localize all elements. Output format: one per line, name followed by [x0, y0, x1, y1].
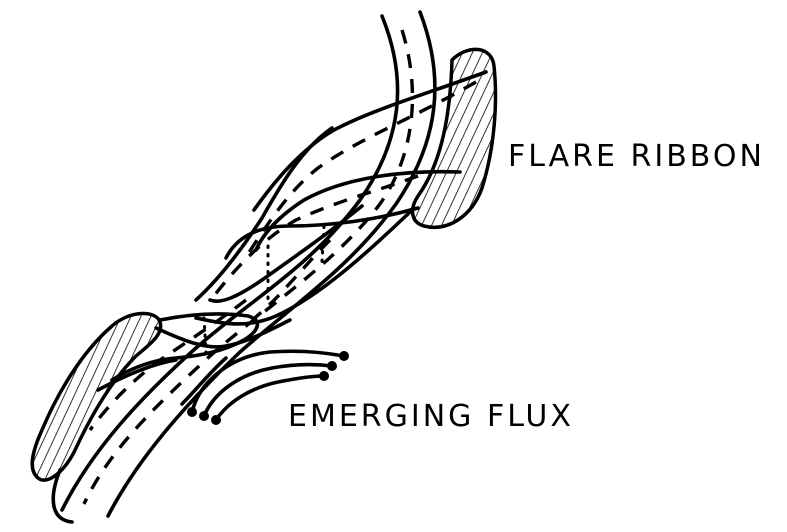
flux-tube-twisted-strands [96, 70, 488, 406]
flux-tube-outer-lines [51, 10, 437, 524]
flux-tube-dotted-links [202, 224, 326, 354]
flare-ribbon-label: FLARE RIBBON [508, 139, 765, 174]
emerging-flux-label: EMERGING FLUX [288, 399, 574, 434]
emerging-flux-loops [187, 349, 349, 425]
flare-ribbon-upper [410, 47, 498, 229]
flare-ribbon-lower [30, 311, 163, 482]
